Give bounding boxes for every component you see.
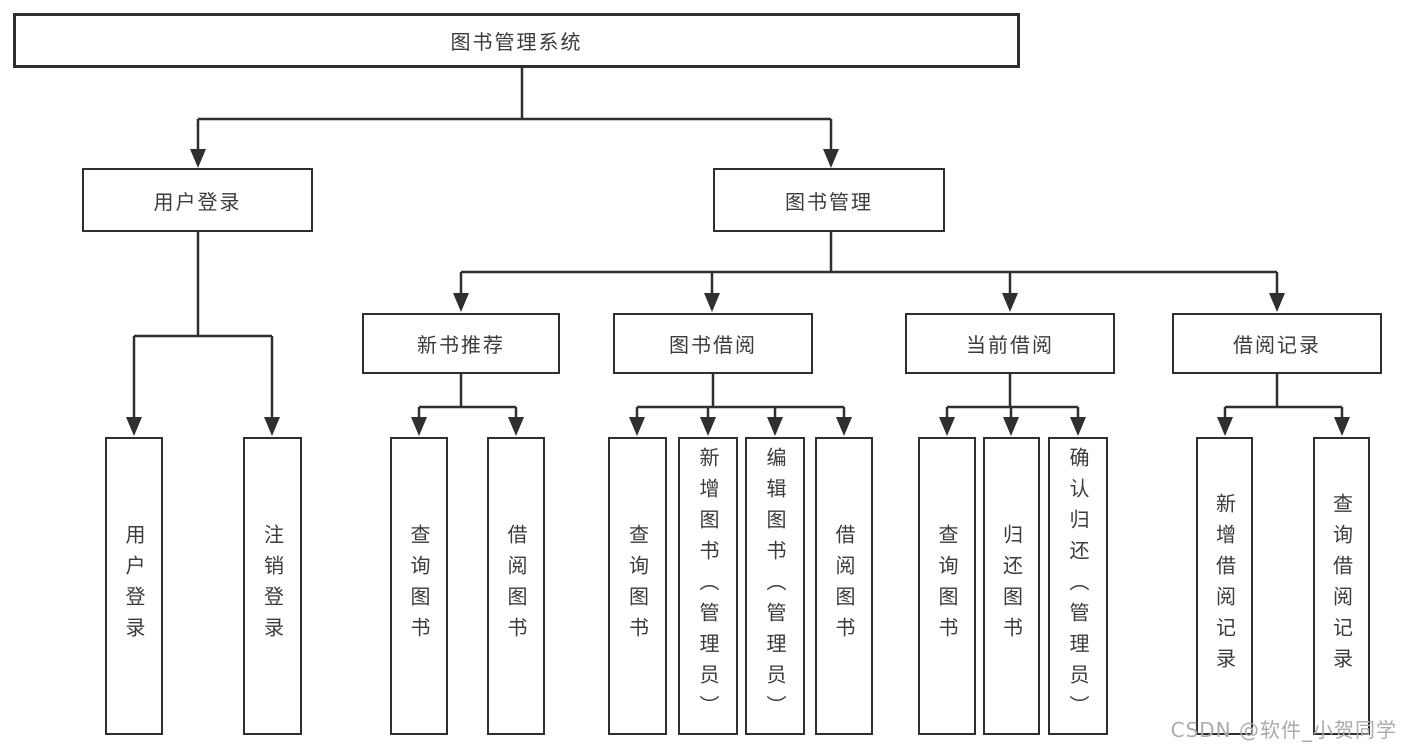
leaf-user-login: 用户登录 <box>105 437 163 735</box>
leaf-label: 新增借阅记录 <box>1212 493 1237 679</box>
leaf-records-query-record: 查询借阅记录 <box>1313 437 1370 735</box>
node-new-book-recommend: 新书推荐 <box>362 313 560 374</box>
leaf-recommend-borrow-book: 借阅图书 <box>487 437 545 735</box>
leaf-records-add-record: 新增借阅记录 <box>1196 437 1253 735</box>
leaf-borrowing-add-book-admin: 新增图书（管理员） <box>678 437 738 735</box>
leaf-borrowing-borrow-book: 借阅图书 <box>815 437 873 735</box>
leaf-borrowing-query-book: 查询图书 <box>608 437 667 735</box>
csdn-watermark: CSDN @软件_小贺同学 <box>1170 718 1397 742</box>
leaf-current-confirm-return-admin: 确认归还（管理员） <box>1048 437 1108 735</box>
arrowheads <box>126 149 1350 436</box>
leaf-logout: 注销登录 <box>243 437 302 735</box>
leaf-recommend-query-book: 查询图书 <box>390 437 448 735</box>
node-library-management-system: 图书管理系统 <box>13 13 1020 68</box>
leaf-label: 借阅图书 <box>832 524 856 648</box>
leaf-label: 查询图书 <box>935 524 959 648</box>
leaf-current-query-book: 查询图书 <box>918 437 976 735</box>
leaf-label: 借阅图书 <box>504 524 528 648</box>
leaf-borrowing-edit-book-admin: 编辑图书（管理员） <box>745 437 805 735</box>
leaf-label: 查询图书 <box>625 524 650 648</box>
leaf-current-return-book: 归还图书 <box>983 437 1040 735</box>
leaf-label: 注销登录 <box>260 524 285 648</box>
leaf-label: 用户登录 <box>122 524 146 648</box>
leaf-label: 编辑图书（管理员） <box>763 446 787 726</box>
leaf-label: 新增图书（管理员） <box>696 446 720 726</box>
leaf-label: 确认归还（管理员） <box>1066 446 1090 726</box>
leaf-label: 查询借阅记录 <box>1329 493 1354 679</box>
node-current-borrowing: 当前借阅 <box>905 313 1115 374</box>
leaf-label: 归还图书 <box>999 524 1024 648</box>
node-book-management: 图书管理 <box>713 168 945 232</box>
node-book-borrowing: 图书借阅 <box>613 313 813 374</box>
node-user-login: 用户登录 <box>82 168 313 232</box>
node-borrowing-records: 借阅记录 <box>1172 313 1382 374</box>
leaf-label: 查询图书 <box>407 524 431 648</box>
